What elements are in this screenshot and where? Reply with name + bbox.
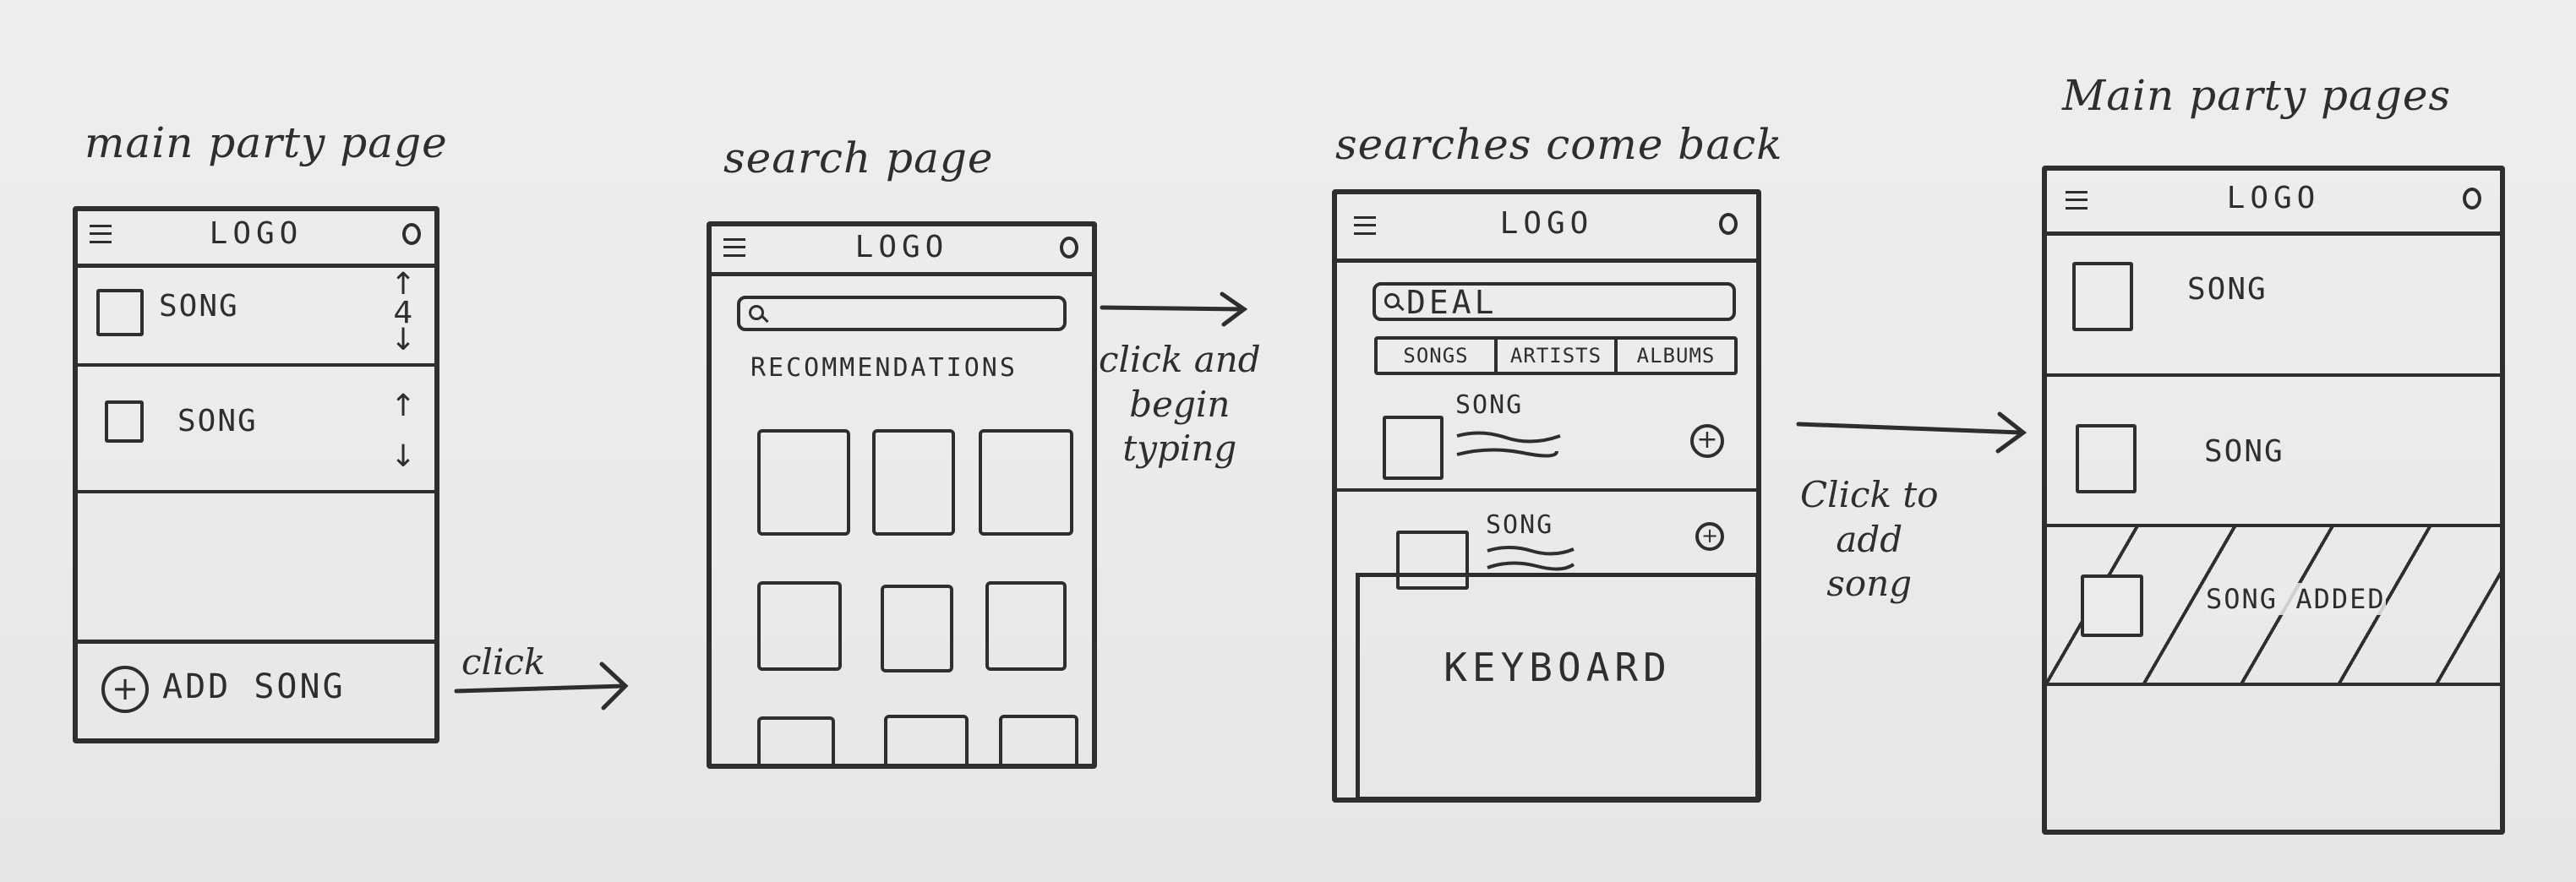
album-art [2076,424,2137,493]
recommendation-tile[interactable] [872,429,955,536]
keyboard[interactable]: KEYBOARD [1356,573,1756,798]
downvote-icon[interactable]: ↓ [390,439,417,474]
recommendations-heading: RECOMMENDATIONS [750,353,1018,383]
top-bar: LOGO [1337,194,1756,263]
screen-main-party-updated: LOGO SONG SONG SONG ADDED [2042,166,2505,835]
song-added-label: SONG ADDED [2206,583,2386,615]
profile-icon[interactable] [1060,237,1078,259]
recommendation-tile[interactable] [999,715,1078,764]
add-result-icon[interactable]: + [1695,522,1724,551]
result-subtitle-scribble [1456,431,1561,458]
album-art [96,289,144,336]
caption-searches-come-back: searches come back [1335,120,1783,169]
album-art [2081,574,2143,637]
arrow-label-add-song: Click to add song [1800,474,1939,604]
top-bar: LOGO [712,226,1092,276]
song-row[interactable]: SONG ↑ ↓ [78,367,434,493]
add-song-button[interactable]: + ADD SONG [78,640,434,738]
song-title: SONG [177,404,258,438]
album-art [1383,416,1444,480]
logo: LOGO [1499,206,1594,241]
profile-icon[interactable] [402,223,421,245]
song-row[interactable]: SONG [2047,377,2500,527]
recommendation-tile[interactable] [884,715,969,764]
search-icon [1384,293,1400,308]
arrow-add-head [1995,411,2028,454]
screen-main-party-page: LOGO SONG ↑ 4 ↓ SONG ↑ ↓ + ADD SONG [73,206,439,743]
top-bar: LOGO [2047,171,2500,236]
upvote-icon[interactable]: ↑ [390,389,417,423]
arrow-type-head [1220,291,1248,327]
song-title: SONG [2204,434,2284,469]
vote-count: 4 [393,296,413,330]
result-tabs: SONGS ARTISTS ALBUMS [1374,336,1738,375]
recommendation-tile[interactable] [881,585,953,672]
profile-icon[interactable] [1719,213,1738,235]
menu-icon[interactable] [1354,216,1376,235]
search-query: DEAL [1406,284,1498,321]
arrow-add [1796,422,2024,435]
caption-search-page: search page [723,133,994,182]
song-row-added[interactable]: SONG ADDED [2047,527,2500,686]
top-bar: LOGO [78,211,434,268]
search-input[interactable] [737,296,1067,331]
search-result-row[interactable]: SONG + [1337,390,1756,492]
result-title: SONG [1486,510,1554,540]
result-title: SONG [1455,390,1524,420]
recommendation-tile[interactable] [985,581,1067,671]
menu-icon[interactable] [90,225,112,243]
search-input[interactable]: DEAL [1373,282,1736,321]
recommendation-tile[interactable] [979,429,1073,536]
album-art [2072,262,2133,331]
song-title: SONG [2187,272,2268,307]
tab-songs[interactable]: SONGS [1378,340,1498,372]
plus-icon: + [101,666,149,713]
recommendation-tile[interactable] [757,716,835,764]
arrow-label-begin-typing: click and begin typing [1099,339,1261,469]
add-result-icon[interactable]: + [1690,424,1724,458]
menu-icon[interactable] [2066,191,2088,210]
screen-search-page: LOGO RECOMMENDATIONS [707,221,1097,769]
upvote-icon[interactable]: ↑ [390,267,417,302]
logo: LOGO [854,230,949,264]
downvote-icon[interactable]: ↓ [390,323,417,357]
arrow-type [1100,305,1245,312]
recommendation-tile[interactable] [757,429,850,536]
song-row[interactable]: SONG ↑ 4 ↓ [78,264,434,367]
tab-albums[interactable]: ALBUMS [1636,344,1716,368]
arrow-click [454,683,626,694]
profile-icon[interactable] [2463,188,2481,210]
song-row[interactable]: SONG [2047,231,2500,377]
screen-search-results: LOGO DEAL SONGS ARTISTS ALBUMS SONG + SO… [1332,189,1761,803]
arrow-click-head [599,662,629,710]
recommendation-tile[interactable] [757,581,842,671]
album-art [105,400,144,443]
album-art [1396,531,1469,590]
caption-main-party-pages: Main party pages [2062,71,2452,120]
search-result-row[interactable]: SONG + [1337,492,1756,590]
result-subtitle-scribble [1487,546,1575,571]
caption-main-party-page: main party page [85,118,448,167]
tab-artists[interactable]: ARTISTS [1498,340,1618,372]
song-title: SONG [159,289,239,324]
logo: LOGO [2226,181,2321,215]
logo: LOGO [209,216,303,251]
add-song-label: ADD SONG [162,667,346,706]
arrow-label-click: click [461,641,546,683]
menu-icon[interactable] [723,238,745,257]
search-icon [749,305,764,320]
keyboard-label: KEYBOARD [1444,645,1672,690]
